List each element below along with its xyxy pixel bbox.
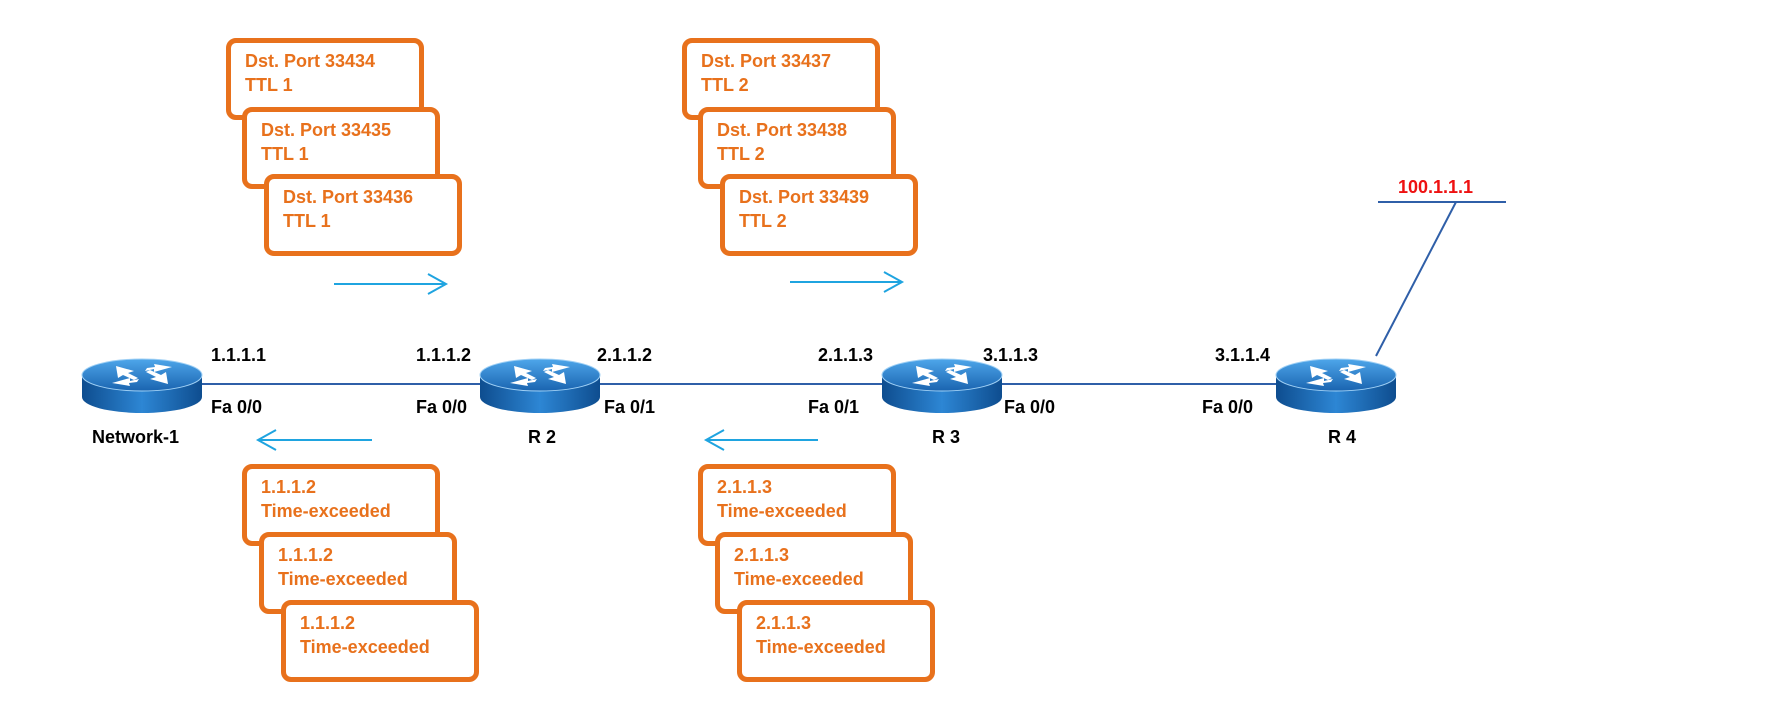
interface-ip: 2.1.1.2 <box>597 345 653 365</box>
interface-port: Fa 0/1 <box>808 397 860 417</box>
return-arrow-icon <box>703 429 818 451</box>
probe-ttl: TTL 1 <box>261 144 309 164</box>
router-network-1 <box>81 358 203 414</box>
router-name-r3: R 3 <box>932 427 961 447</box>
interface-ip: 1.1.1.2 <box>416 345 472 365</box>
router-name-r2: R 2 <box>528 427 557 447</box>
probe-packet: Dst. Port 33439 TTL 2 <box>720 174 918 256</box>
reply-source-ip: 2.1.1.3 <box>756 613 812 633</box>
reply-packet: 2.1.1.3 Time-exceeded <box>737 600 935 682</box>
probe-dst-port: Dst. Port 33438 <box>717 120 848 140</box>
probe-dst-port: Dst. Port 33434 <box>245 51 376 71</box>
interface-ip: 2.1.1.3 <box>818 345 874 365</box>
interface-port: Fa 0/0 <box>211 397 263 417</box>
probe-packet: Dst. Port 33436 TTL 1 <box>264 174 462 256</box>
probe-dst-port: Dst. Port 33437 <box>701 51 832 71</box>
router-name-r4: R 4 <box>1328 427 1357 447</box>
reply-source-ip: 2.1.1.3 <box>734 545 790 565</box>
reply-source-ip: 1.1.1.2 <box>278 545 334 565</box>
interface-port: Fa 0/0 <box>1202 397 1254 417</box>
reply-packet: 1.1.1.2 Time-exceeded <box>281 600 479 682</box>
interface-ip: 3.1.1.4 <box>1215 345 1271 365</box>
probe-ttl: TTL 2 <box>701 75 749 95</box>
reply-type: Time-exceeded <box>300 637 430 657</box>
interface-ip: 1.1.1.1 <box>211 345 267 365</box>
interface-port: Fa 0/0 <box>416 397 468 417</box>
destination-network-ip: 100.1.1.1 <box>1398 177 1474 197</box>
return-arrow-icon <box>255 429 372 451</box>
reply-type: Time-exceeded <box>756 637 886 657</box>
reply-type: Time-exceeded <box>717 501 847 521</box>
reply-type: Time-exceeded <box>261 501 391 521</box>
reply-source-ip: 1.1.1.2 <box>261 477 317 497</box>
probe-packet: Dst. Port 33434 TTL 1 <box>226 38 424 120</box>
interface-ip: 3.1.1.3 <box>983 345 1039 365</box>
interface-port: Fa 0/0 <box>1004 397 1056 417</box>
router-r4 <box>1275 358 1397 414</box>
reply-type: Time-exceeded <box>278 569 408 589</box>
forward-arrow-icon <box>790 271 905 293</box>
interface-port: Fa 0/1 <box>604 397 656 417</box>
reply-type: Time-exceeded <box>734 569 864 589</box>
probe-ttl: TTL 2 <box>717 144 765 164</box>
link-r4-network <box>1375 201 1457 357</box>
probe-ttl: TTL 2 <box>739 211 787 231</box>
router-r2 <box>479 358 601 414</box>
probe-ttl: TTL 1 <box>245 75 293 95</box>
router-name-network-1: Network-1 <box>92 427 180 447</box>
probe-dst-port: Dst. Port 33436 <box>283 187 414 207</box>
probe-dst-port: Dst. Port 33439 <box>739 187 870 207</box>
router-r3 <box>881 358 1003 414</box>
probe-dst-port: Dst. Port 33435 <box>261 120 392 140</box>
probe-ttl: TTL 1 <box>283 211 331 231</box>
reply-source-ip: 1.1.1.2 <box>300 613 356 633</box>
reply-source-ip: 2.1.1.3 <box>717 477 773 497</box>
forward-arrow-icon <box>334 273 449 295</box>
